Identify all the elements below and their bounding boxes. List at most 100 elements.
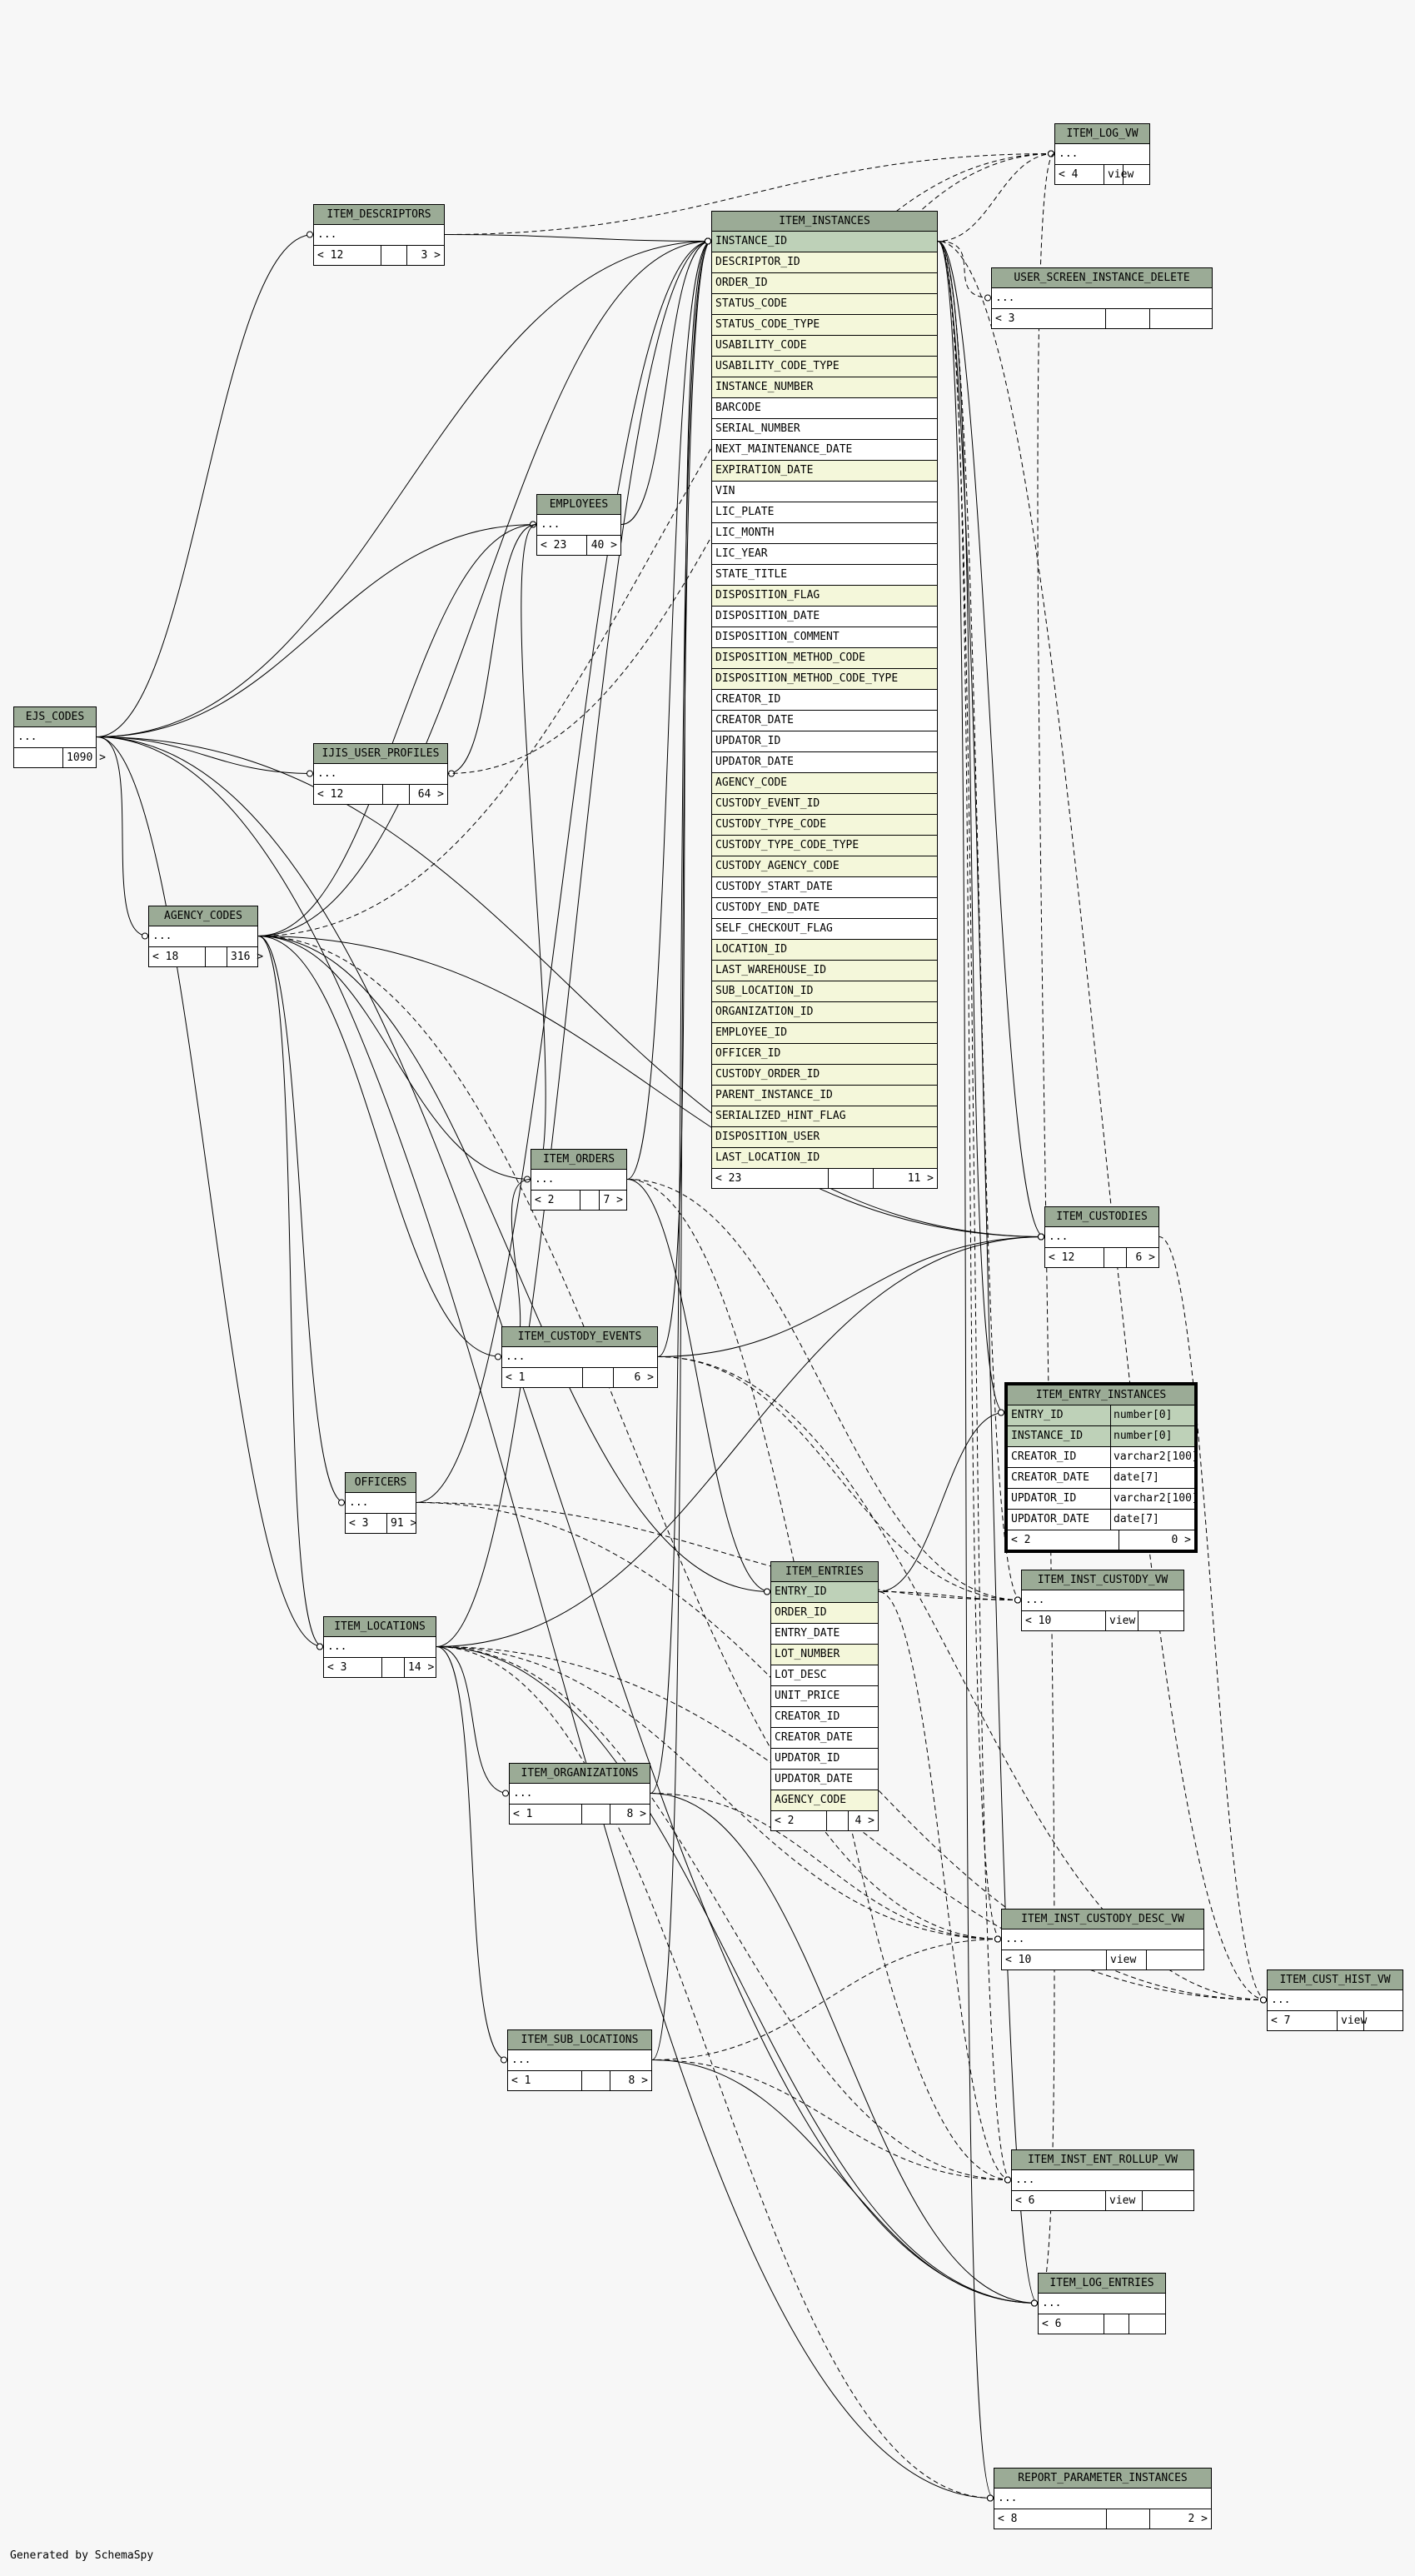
column-barcode[interactable]: BARCODE (712, 398, 937, 419)
collapsed-columns[interactable]: ... (1045, 1227, 1158, 1248)
column-self-checkout-flag[interactable]: SELF_CHECKOUT_FLAG (712, 919, 937, 940)
column-lot-number[interactable]: LOT_NUMBER (771, 1645, 878, 1665)
table-ejs-codes[interactable]: EJS_CODES...1090 > (13, 706, 106, 768)
column-location-id[interactable]: LOCATION_ID (712, 940, 937, 961)
column-employee-id[interactable]: EMPLOYEE_ID (712, 1023, 937, 1044)
collapsed-columns[interactable]: ... (314, 764, 447, 785)
collapsed-columns[interactable]: ... (502, 1347, 657, 1368)
column-usability-code-type[interactable]: USABILITY_CODE_TYPE (712, 357, 937, 377)
column-disposition-comment[interactable]: DISPOSITION_COMMENT (712, 627, 937, 648)
column-custody-type-code-type[interactable]: CUSTODY_TYPE_CODE_TYPE (712, 836, 937, 856)
table-title[interactable]: ITEM_INSTANCES (712, 212, 937, 232)
column-status-code-type[interactable]: STATUS_CODE_TYPE (712, 315, 937, 336)
table-item-log-entries[interactable]: ITEM_LOG_ENTRIES...< 6 (1038, 2273, 1166, 2334)
table-user-screen-instance-delete[interactable]: USER_SCREEN_INSTANCE_DELETE...< 3 (991, 267, 1213, 329)
column-serialized-hint-flag[interactable]: SERIALIZED_HINT_FLAG (712, 1106, 937, 1127)
column-vin[interactable]: VIN (712, 482, 937, 502)
column-organization-id[interactable]: ORGANIZATION_ID (712, 1002, 937, 1023)
column-last-warehouse-id[interactable]: LAST_WAREHOUSE_ID (712, 961, 937, 981)
collapsed-columns[interactable]: ... (324, 1637, 436, 1658)
column-creator-id[interactable]: CREATOR_ID (712, 690, 937, 711)
column-entry-date[interactable]: ENTRY_DATE (771, 1624, 878, 1645)
column-custody-agency-code[interactable]: CUSTODY_AGENCY_CODE (712, 856, 937, 877)
collapsed-columns[interactable]: ... (1012, 2170, 1193, 2191)
column-lic-month[interactable]: LIC_MONTH (712, 523, 937, 544)
collapsed-columns[interactable]: ... (14, 727, 96, 748)
table-title[interactable]: REPORT_PARAMETER_INSTANCES (994, 2469, 1211, 2489)
column-status-code[interactable]: STATUS_CODE (712, 294, 937, 315)
table-title[interactable]: ITEM_ORDERS (531, 1150, 626, 1170)
column-order-id[interactable]: ORDER_ID (712, 273, 937, 294)
column-sub-location-id[interactable]: SUB_LOCATION_ID (712, 981, 937, 1002)
column-lot-desc[interactable]: LOT_DESC (771, 1665, 878, 1686)
collapsed-columns[interactable]: ... (992, 288, 1212, 309)
table-title[interactable]: ITEM_SUB_LOCATIONS (508, 2030, 651, 2050)
collapsed-columns[interactable]: ... (149, 926, 257, 947)
table-title[interactable]: ITEM_LOG_ENTRIES (1039, 2274, 1165, 2294)
table-title[interactable]: ITEM_INST_CUSTODY_VW (1022, 1570, 1183, 1590)
collapsed-columns[interactable]: ... (508, 2050, 651, 2071)
column-serial-number[interactable]: SERIAL_NUMBER (712, 419, 937, 440)
table-title[interactable]: IJIS_USER_PROFILES (314, 744, 447, 764)
collapsed-columns[interactable]: ... (537, 515, 620, 536)
column-state-title[interactable]: STATE_TITLE (712, 565, 937, 586)
column-updator-id[interactable]: UPDATOR_ID (712, 731, 937, 752)
table-title[interactable]: EMPLOYEES (537, 495, 620, 515)
column-entry-id[interactable]: ENTRY_ID (771, 1582, 878, 1603)
column-disposition-method-code-type[interactable]: DISPOSITION_METHOD_CODE_TYPE (712, 669, 937, 690)
table-title[interactable]: ITEM_ENTRIES (771, 1562, 878, 1582)
column-agency-code[interactable]: AGENCY_CODE (771, 1790, 878, 1811)
column-instance-number[interactable]: INSTANCE_NUMBER (712, 377, 937, 398)
table-title[interactable]: ITEM_CUST_HIST_VW (1268, 1970, 1403, 1990)
collapsed-columns[interactable]: ... (531, 1170, 626, 1191)
table-title[interactable]: ITEM_LOCATIONS (324, 1617, 436, 1637)
column-updator-date[interactable]: UPDATOR_DATE (771, 1770, 878, 1790)
table-title[interactable]: AGENCY_CODES (149, 906, 257, 926)
column-disposition-date[interactable]: DISPOSITION_DATE (712, 607, 937, 627)
column-creator-date[interactable]: CREATOR_DATE (771, 1728, 878, 1749)
collapsed-columns[interactable]: ... (1002, 1930, 1203, 1950)
table-title[interactable]: ITEM_DESCRIPTORS (314, 205, 444, 225)
table-title[interactable]: OFFICERS (346, 1473, 416, 1493)
column-descriptor-id[interactable]: DESCRIPTOR_ID (712, 252, 937, 273)
table-title[interactable]: ITEM_ENTRY_INSTANCES (1008, 1385, 1194, 1405)
column-creator-date[interactable]: CREATOR_DATE (712, 711, 937, 731)
table-title[interactable]: ITEM_CUSTODIES (1045, 1207, 1158, 1227)
column-lic-plate[interactable]: LIC_PLATE (712, 502, 937, 523)
column-custody-start-date[interactable]: CUSTODY_START_DATE (712, 877, 937, 898)
collapsed-columns[interactable]: ... (1055, 144, 1149, 165)
column-officer-id[interactable]: OFFICER_ID (712, 1044, 937, 1065)
column-agency-code[interactable]: AGENCY_CODE (712, 773, 937, 794)
column-usability-code[interactable]: USABILITY_CODE (712, 336, 937, 357)
column-parent-instance-id[interactable]: PARENT_INSTANCE_ID (712, 1086, 937, 1106)
collapsed-columns[interactable]: ... (1268, 1990, 1403, 2011)
collapsed-columns[interactable]: ... (314, 225, 444, 246)
collapsed-columns[interactable]: ... (510, 1784, 650, 1805)
collapsed-columns[interactable]: ... (1022, 1590, 1183, 1611)
column-instance-id[interactable]: INSTANCE_ID (712, 232, 937, 252)
table-title[interactable]: ITEM_ORGANIZATIONS (510, 1764, 650, 1784)
collapsed-columns[interactable]: ... (346, 1493, 416, 1514)
collapsed-columns[interactable]: ... (1039, 2294, 1165, 2314)
column-custody-type-code[interactable]: CUSTODY_TYPE_CODE (712, 815, 937, 836)
